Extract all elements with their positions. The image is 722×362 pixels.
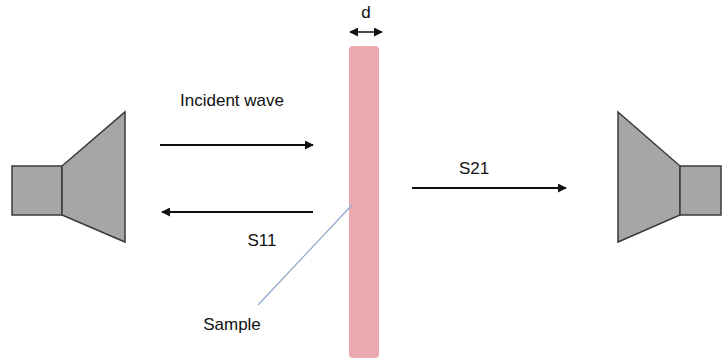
antenna-horn xyxy=(62,112,125,242)
antenna-horn xyxy=(618,112,680,242)
reflected-arrow xyxy=(162,211,313,213)
signal-label: S21 xyxy=(459,160,489,179)
transmitted-arrow xyxy=(412,187,566,189)
dimension-label: d xyxy=(361,4,370,23)
sample-slab xyxy=(349,46,379,358)
antenna-waveguide xyxy=(680,166,721,215)
leader-line xyxy=(258,205,352,305)
signal-label: S11 xyxy=(248,232,277,251)
signal-label: Incident wave xyxy=(180,92,284,111)
antenna-waveguide xyxy=(12,166,62,215)
dimension-arrow xyxy=(350,31,382,33)
incident-arrow xyxy=(160,144,313,146)
part-label: Sample xyxy=(203,316,261,335)
